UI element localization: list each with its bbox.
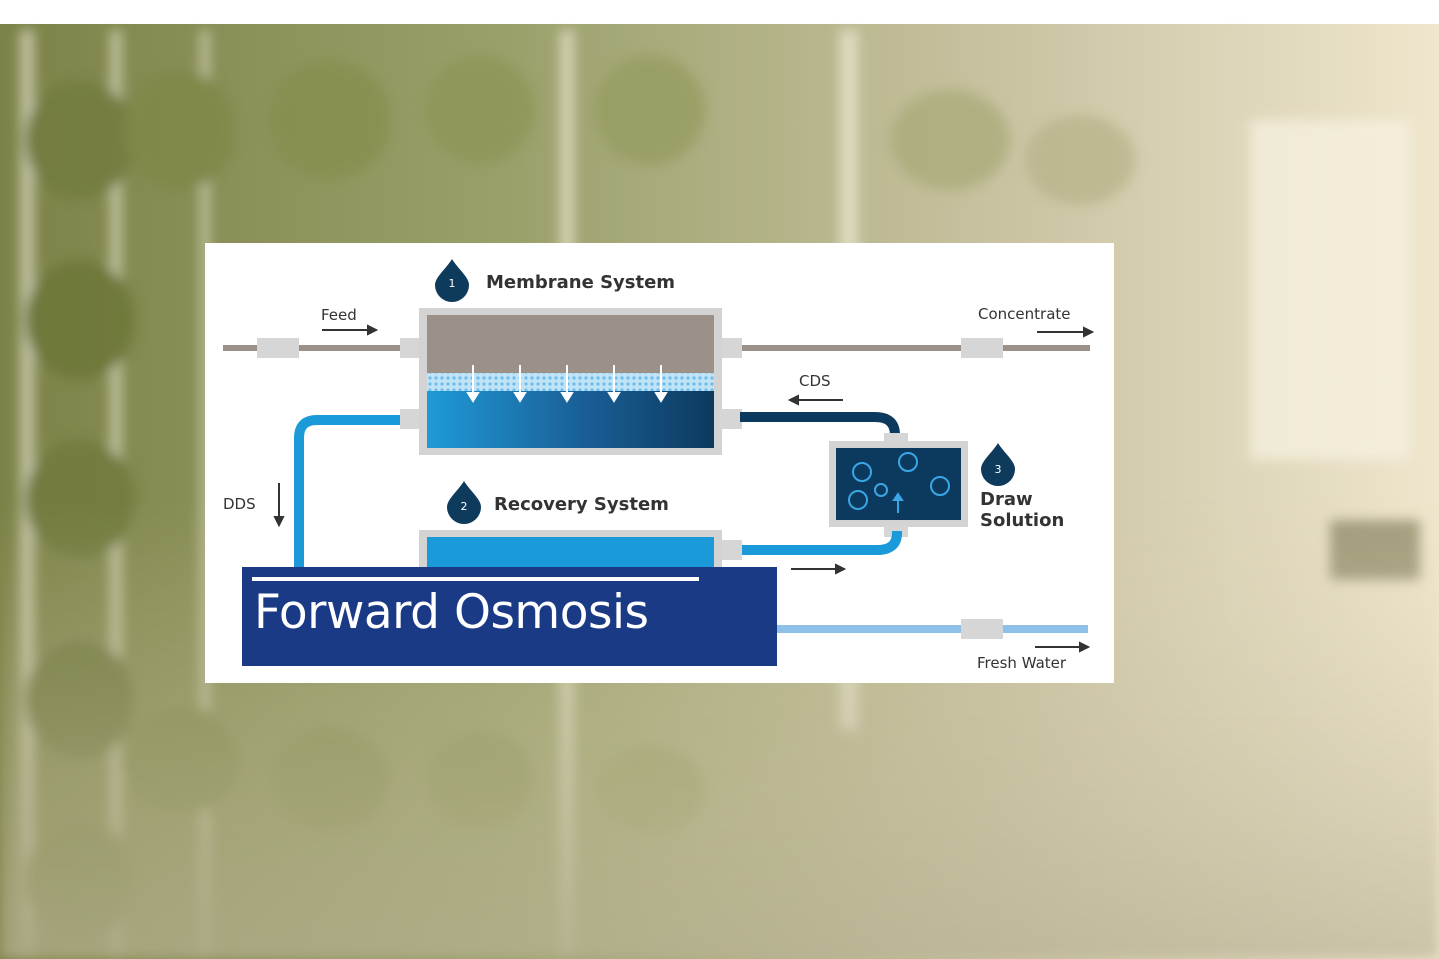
caption-box: Forward Osmosis [242, 567, 777, 666]
concentrate-label: Concentrate [978, 305, 1071, 323]
caption-title: Forward Osmosis [254, 585, 649, 640]
flow-arrows [273, 324, 1095, 653]
feed-pipe-coupling [257, 338, 299, 358]
concentrate-pipe-coupling [961, 338, 1003, 358]
drop-icon-2: 2 [447, 481, 481, 524]
fresh-water-label: Fresh Water [977, 654, 1067, 672]
svg-text:3: 3 [995, 463, 1002, 476]
svg-text:1: 1 [449, 277, 456, 290]
dds-label: DDS [223, 495, 256, 513]
membrane-layer [427, 373, 714, 391]
drop-icon-1: 1 [435, 259, 469, 302]
recovery-system-label: Recovery System [494, 494, 669, 515]
cds-label: CDS [799, 372, 831, 390]
draw-solution-bubbles [848, 452, 950, 510]
feed-chamber [427, 315, 714, 373]
membrane-outlet-port [720, 338, 742, 358]
recovery-return-pipe [740, 531, 902, 555]
svg-text:2: 2 [461, 500, 468, 513]
recovery-outlet-port [720, 540, 742, 560]
permeation-arrows [466, 365, 668, 403]
drop-icon-3: 3 [981, 443, 1015, 486]
draw-solution-arrow [892, 492, 904, 513]
membrane-system-label: Membrane System [486, 272, 675, 293]
cds-pipe [740, 412, 900, 441]
membrane-dds-port [400, 409, 420, 429]
draw-solution-label-line2: Solution [980, 510, 1064, 531]
caption-rule [252, 577, 699, 581]
membrane-cds-port [720, 409, 742, 429]
membrane-inlet-port [400, 338, 420, 358]
dds-pipe [294, 415, 405, 583]
fresh-water-coupling [961, 619, 1003, 639]
process-flow-svg: 1 2 3 Membrane System Recovery System Dr… [223, 259, 1095, 672]
draw-solution-label-line1: Draw [980, 489, 1033, 510]
draw-chamber [427, 391, 714, 448]
feed-label: Feed [321, 306, 357, 324]
